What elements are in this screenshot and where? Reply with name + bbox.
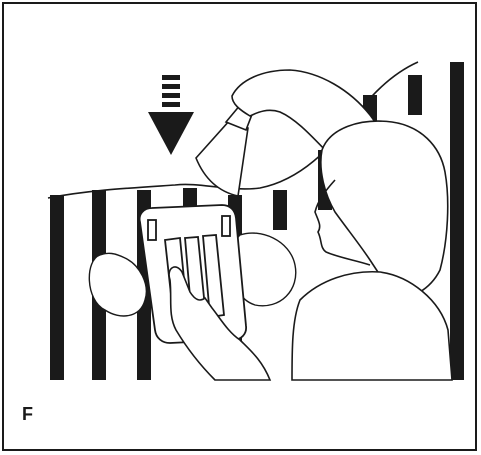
person-hair [321, 121, 448, 298]
down-arrow-icon [148, 75, 194, 155]
panel-label: F [22, 405, 33, 423]
person-body [292, 272, 452, 380]
air-bubble-right [235, 233, 296, 306]
